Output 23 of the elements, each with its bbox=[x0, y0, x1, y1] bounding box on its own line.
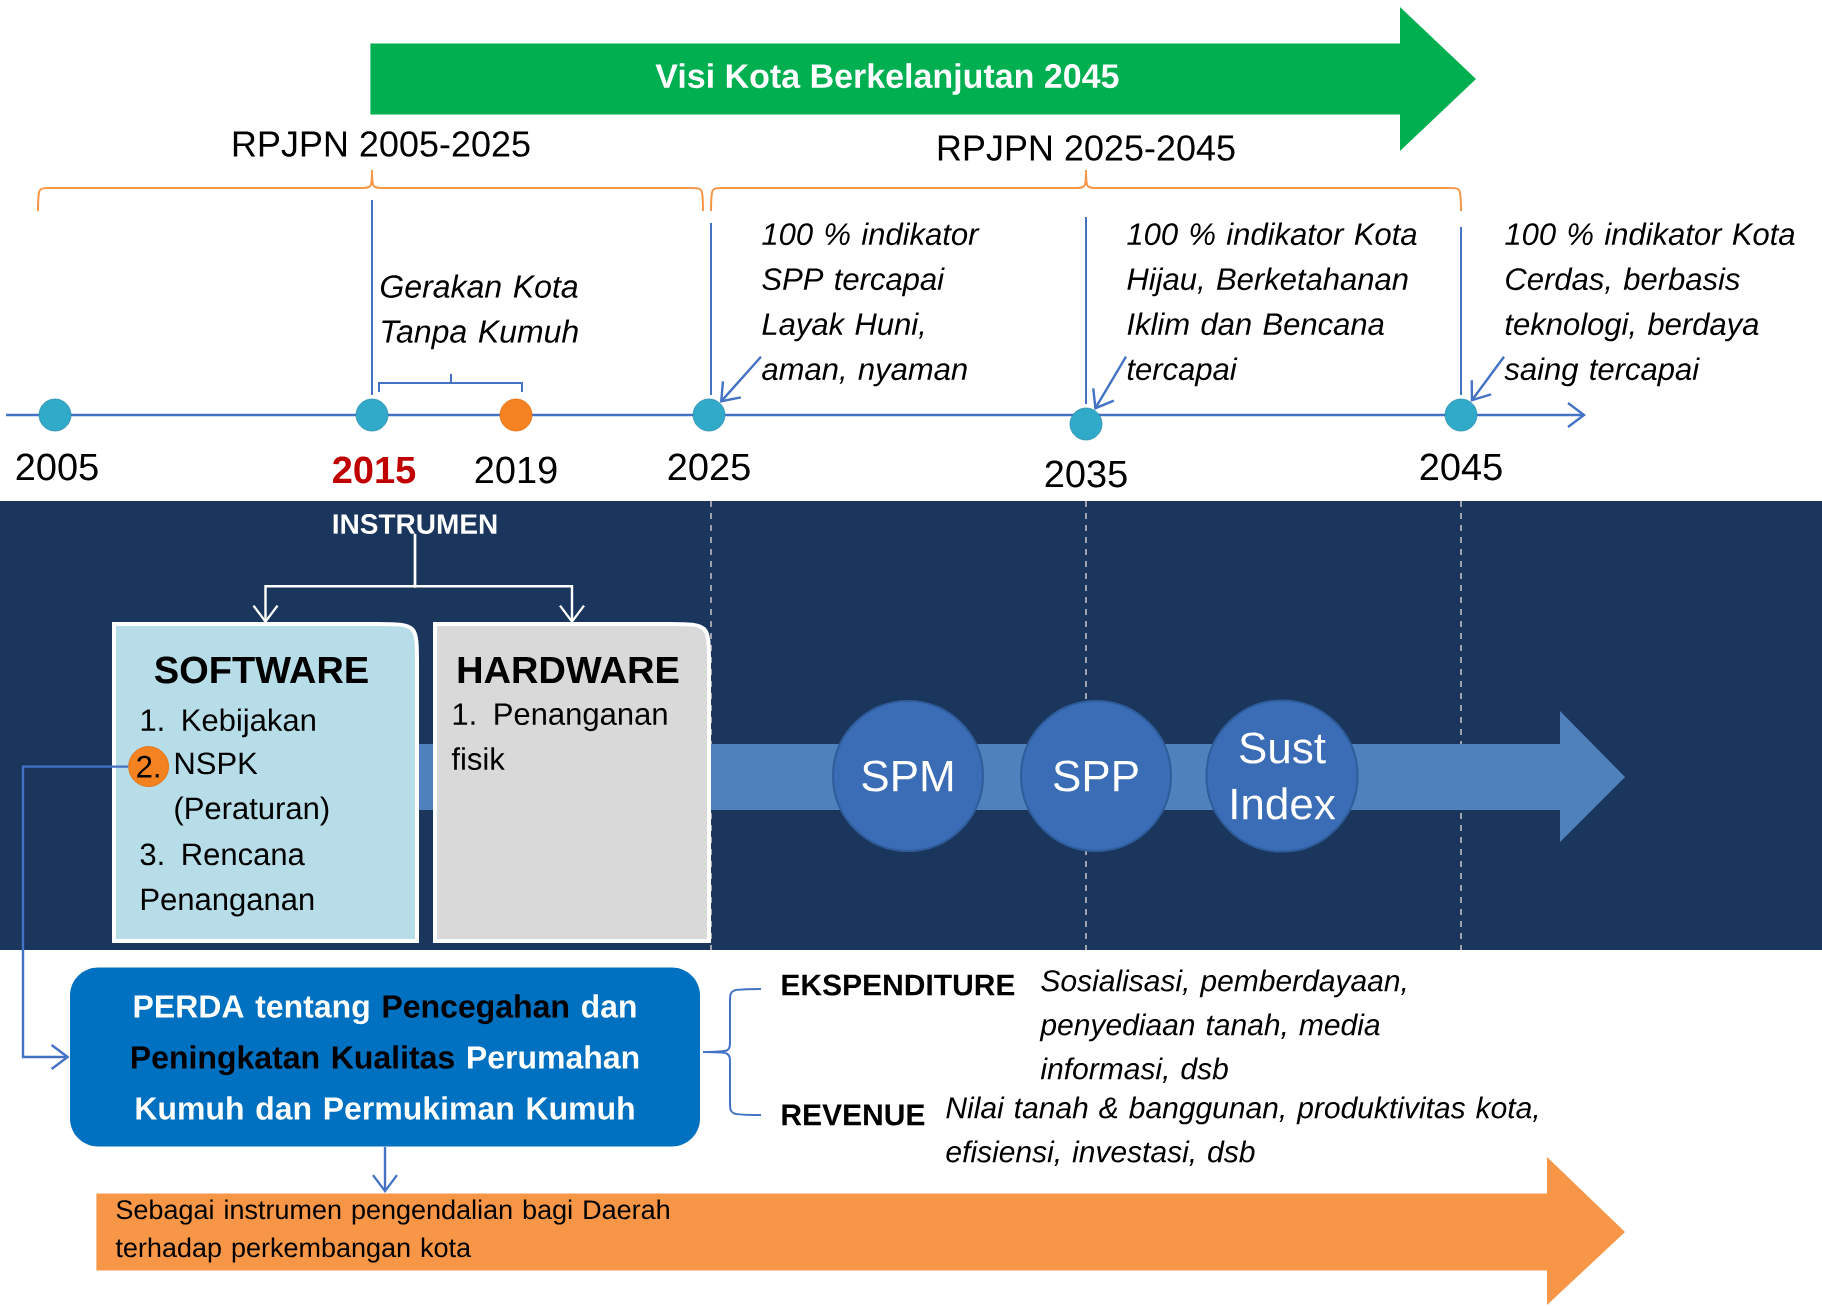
regulation-box: PERDA tentang Pencegahan dan Peningkatan Kualitas Perumahan Kumuh dan Permukiman Kumuh bbox=[70, 967, 700, 1147]
callout-text: 100 % indikator Kota Cerdas, berbasis teknologi, berdaya saing tercapai bbox=[1504, 222, 1795, 387]
connector-arrow bbox=[21, 765, 129, 1070]
connector-arrow bbox=[413, 534, 585, 624]
description-text: Sosialisasi, pemberdayaan, penyediaan tanah, media informasi, dsb bbox=[1039, 969, 1406, 1083]
callout-text: 100 % indikator SPP tercapai Layak Huni, aman, nyaman bbox=[762, 222, 980, 387]
callout-text: Gerakan Kota Tanpa Kumuh bbox=[381, 274, 578, 350]
year-label: 2015 bbox=[333, 456, 416, 484]
category-label: EKSPENDITURE bbox=[782, 974, 1015, 996]
connector-arrow bbox=[719, 355, 762, 403]
connector-arrow bbox=[1092, 356, 1128, 410]
number-badge: 2. bbox=[128, 746, 169, 787]
year-label: 2005 bbox=[16, 453, 98, 481]
year-label: 2025 bbox=[668, 453, 750, 481]
category-label: REVENUE bbox=[782, 1104, 925, 1126]
connector-arrow bbox=[372, 1146, 398, 1194]
connector-arrow bbox=[1470, 356, 1505, 402]
year-label: 2019 bbox=[475, 456, 557, 484]
instrument-label: INSTRUMEN bbox=[333, 514, 497, 534]
hardware-box: HARDWARE 1. Penanganan fisik bbox=[433, 622, 711, 943]
callout-text: 100 % indikator Kota Hijau, Berketahanan Iklim dan Bencana tercapai bbox=[1127, 222, 1417, 387]
year-label: 2035 bbox=[1045, 460, 1127, 488]
year-label: 2045 bbox=[1420, 453, 1502, 481]
